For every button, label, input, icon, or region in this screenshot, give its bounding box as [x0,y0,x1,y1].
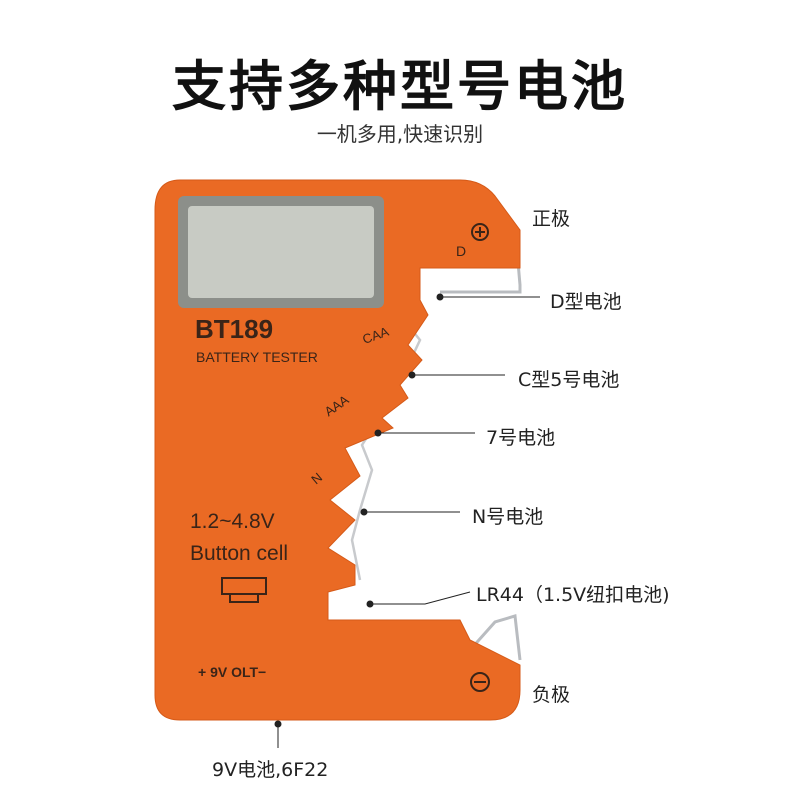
callout-line-button [370,591,471,605]
callout-d-cell: D型电池 [550,291,622,313]
page-title: 支持多种型号电池 [172,55,628,118]
callout-dot-n [360,508,368,516]
nine-volt-label: + 9V OLT− [198,664,266,680]
negative-terminal-icon [470,672,490,692]
callout-n-cell: N号电池 [472,506,544,528]
button-cell-range: 1.2~4.8V [190,510,275,533]
callout-dot-9v [274,720,282,728]
lcd-screen [188,206,374,298]
callout-positive: 正极 [532,208,571,230]
callout-dot-button [366,600,374,608]
callout-nine-volt: 9V电池,6F22 [212,759,329,781]
callout-button-cell: LR44（1.5V纽扣电池) [476,584,670,606]
callout-aaa-cell: 7号电池 [486,427,556,449]
callout-dot-aaa [374,429,382,437]
page-subtitle: 一机多用,快速识别 [316,122,484,146]
positive-terminal-icon [471,223,489,241]
device-name: BATTERY TESTER [196,349,318,365]
callout-dot-d [436,293,444,301]
callout-negative: 负极 [532,684,571,706]
button-cell-icon [221,577,267,603]
tester-body [154,179,521,721]
callout-c-cell: C型5号电池 [518,369,620,391]
callout-dot-c [408,371,416,379]
button-cell-label: Button cell [190,542,288,565]
device-model: BT189 [195,314,273,344]
slot-label-d: D [456,243,466,259]
